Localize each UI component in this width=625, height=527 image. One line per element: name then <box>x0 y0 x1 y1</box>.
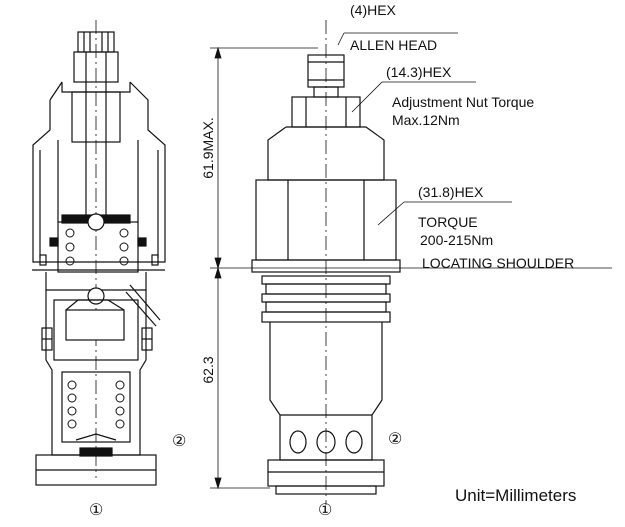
body-torque-value: 200-215Nm <box>420 232 494 248</box>
port-1-right: ① <box>318 502 333 519</box>
allen-head-size: (4)HEX <box>350 2 396 18</box>
upper-length-dim: 61.9MAX. <box>200 117 216 179</box>
unit-note: Unit=Millimeters <box>455 486 577 505</box>
adj-nut-label: Adjustment Nut Torque <box>392 94 535 110</box>
locating-shoulder-label: LOCATING SHOULDER <box>422 255 575 271</box>
port-2-right: ② <box>388 431 403 448</box>
adj-nut-size: (14.3)HEX <box>386 64 452 80</box>
dimension-lines <box>210 32 612 490</box>
section-view <box>32 20 166 486</box>
port-1-left: ① <box>89 502 104 519</box>
adj-nut-torque: Max.12Nm <box>392 112 460 128</box>
body-hex-size: (31.8)HEX <box>418 184 484 200</box>
external-view <box>251 20 401 505</box>
allen-head-label: ALLEN HEAD <box>350 37 438 53</box>
body-torque-label: TORQUE <box>418 214 478 230</box>
port-2-left: ② <box>172 433 187 450</box>
lower-length-dim: 62.3 <box>200 356 216 384</box>
